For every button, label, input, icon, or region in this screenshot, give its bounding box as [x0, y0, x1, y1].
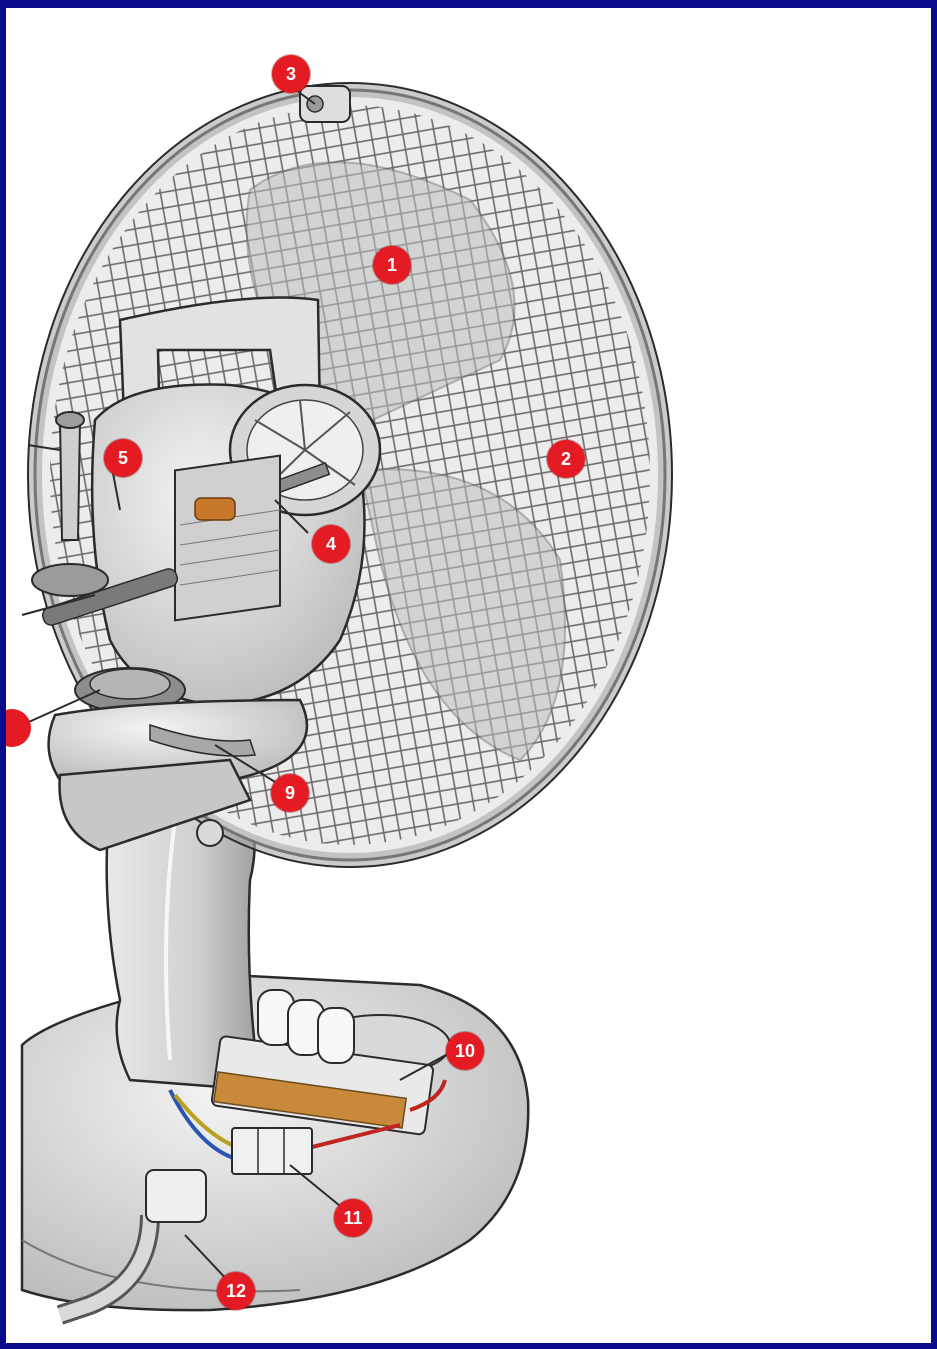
callout-grille-clip: 3	[272, 55, 310, 93]
callout-oscillation-knob: 5	[104, 439, 142, 477]
desk-fan-illustration	[6, 8, 931, 1343]
callout-motor-shaft: 4	[312, 525, 350, 563]
callout-hinge-bracket: 9	[271, 774, 309, 812]
callout-terminal-block: 11	[334, 1199, 372, 1237]
callout-cord-grip: 12	[217, 1272, 255, 1310]
callout-grille: 2	[547, 440, 585, 478]
callout-blade: 1	[373, 246, 411, 284]
callout-switch-assembly: 10	[446, 1032, 484, 1070]
